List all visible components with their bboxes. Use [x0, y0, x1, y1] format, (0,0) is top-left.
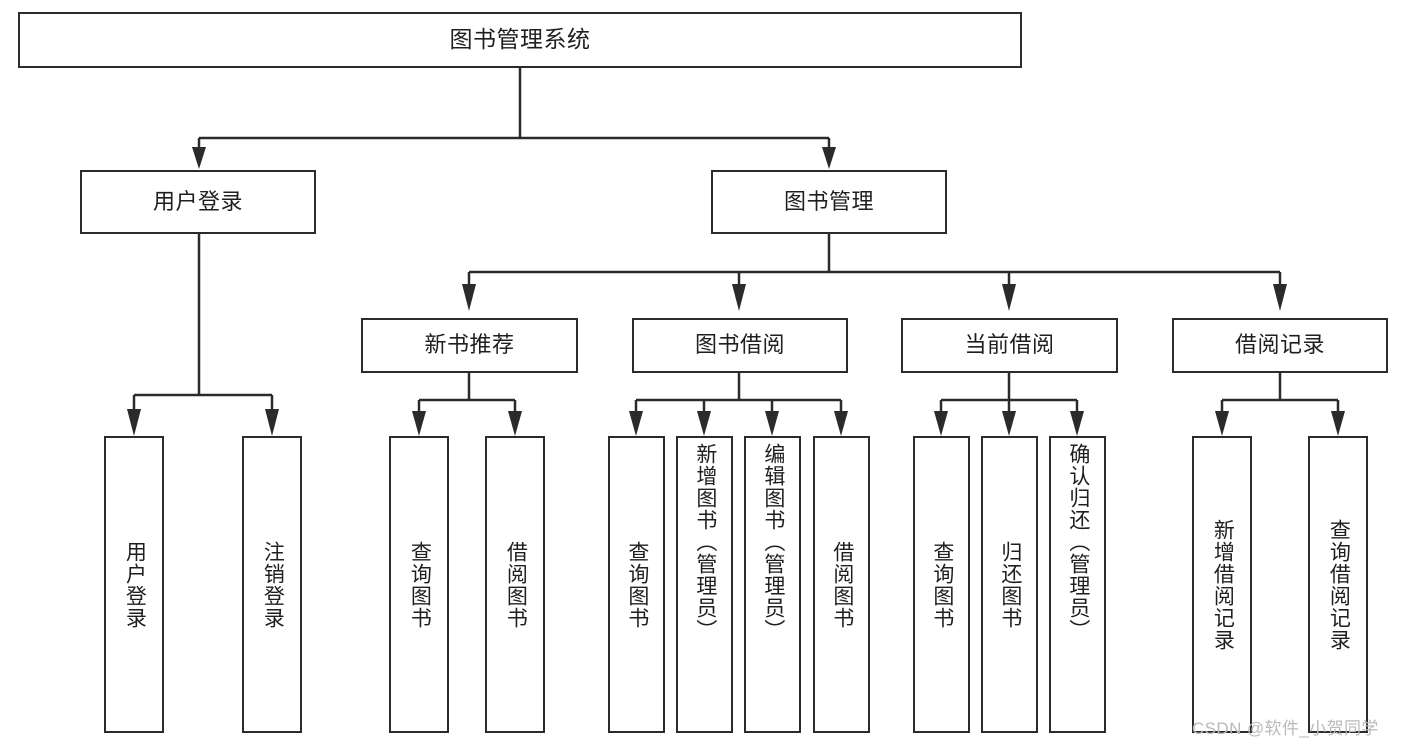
- node-leaf-current-query-book-label: 查询图书: [930, 540, 954, 629]
- node-leaf-borrow-borrow-book[interactable]: 借阅图书: [813, 436, 870, 733]
- node-leaf-record-add-record-label: 新增借阅记录: [1211, 518, 1235, 651]
- node-book-borrow-label: 图书借阅: [694, 332, 785, 358]
- arrow-userlogin-leaf-2: [265, 409, 279, 436]
- node-leaf-recommend-query-book[interactable]: 查询图书: [389, 436, 449, 733]
- arrow-borrow-leaf-2: [697, 411, 711, 436]
- node-leaf-borrow-borrow-book-label: 借阅图书: [830, 540, 854, 629]
- node-root-label: 图书管理系统: [449, 26, 591, 53]
- node-leaf-user-login-logout[interactable]: 注销登录: [242, 436, 302, 733]
- arrow-current-leaf-3: [1070, 411, 1084, 436]
- node-borrow-record[interactable]: 借阅记录: [1172, 318, 1388, 373]
- node-leaf-current-query-book[interactable]: 查询图书: [913, 436, 970, 733]
- node-leaf-borrow-query-book-label: 查询图书: [625, 540, 649, 629]
- node-user-login[interactable]: 用户登录: [80, 170, 316, 234]
- arrow-borrow-record: [1273, 284, 1287, 311]
- arrow-user-login: [192, 147, 206, 169]
- arrow-userlogin-leaf-1: [127, 409, 141, 436]
- node-new-book-recommend[interactable]: 新书推荐: [361, 318, 578, 373]
- node-leaf-recommend-borrow-book-label: 借阅图书: [504, 540, 528, 629]
- node-book-borrow[interactable]: 图书借阅: [632, 318, 848, 373]
- arrow-record-leaf-1: [1215, 411, 1229, 436]
- node-leaf-record-query-record-label: 查询借阅记录: [1327, 518, 1351, 651]
- arrow-current-leaf-1: [934, 411, 948, 436]
- node-leaf-current-return-book[interactable]: 归还图书: [981, 436, 1038, 733]
- node-leaf-recommend-borrow-book[interactable]: 借阅图书: [485, 436, 545, 733]
- arrow-recommend-leaf-2: [508, 411, 522, 436]
- node-leaf-current-return-book-label: 归还图书: [998, 540, 1022, 629]
- arrow-current-leaf-2: [1002, 411, 1016, 436]
- node-leaf-borrow-add-book-label: 新增图书（管理员）: [693, 443, 717, 641]
- node-leaf-recommend-query-book-label: 查询图书: [408, 540, 432, 629]
- node-user-login-label: 用户登录: [152, 188, 243, 214]
- node-leaf-current-confirm-return-label: 确认归还（管理员）: [1066, 443, 1090, 641]
- node-book-management[interactable]: 图书管理: [711, 170, 947, 234]
- arrow-book-mgmt: [822, 147, 836, 169]
- node-book-management-label: 图书管理: [783, 188, 874, 214]
- node-leaf-record-add-record[interactable]: 新增借阅记录: [1192, 436, 1252, 733]
- node-current-borrow[interactable]: 当前借阅: [901, 318, 1118, 373]
- node-leaf-current-confirm-return[interactable]: 确认归还（管理员）: [1049, 436, 1106, 733]
- node-leaf-user-login-login[interactable]: 用户登录: [104, 436, 164, 733]
- node-leaf-record-query-record[interactable]: 查询借阅记录: [1308, 436, 1368, 733]
- arrow-borrow-leaf-4: [834, 411, 848, 436]
- node-leaf-borrow-edit-book-label: 编辑图书（管理员）: [761, 443, 785, 641]
- arrow-borrow-leaf-1: [629, 411, 643, 436]
- node-leaf-borrow-query-book[interactable]: 查询图书: [608, 436, 665, 733]
- node-leaf-borrow-edit-book[interactable]: 编辑图书（管理员）: [744, 436, 801, 733]
- node-new-book-recommend-label: 新书推荐: [424, 332, 515, 358]
- arrow-borrow-leaf-3: [765, 411, 779, 436]
- arrow-book-borrow: [732, 284, 746, 311]
- arrow-recommend-leaf-1: [412, 411, 426, 436]
- arrow-record-leaf-2: [1331, 411, 1345, 436]
- arrow-current-borrow: [1002, 284, 1016, 311]
- node-leaf-borrow-add-book[interactable]: 新增图书（管理员）: [676, 436, 733, 733]
- csdn-watermark: CSDN @软件_小贺同学: [1192, 719, 1379, 738]
- arrow-new-book-recommend: [462, 284, 476, 311]
- node-leaf-user-login-login-label: 用户登录: [123, 540, 147, 629]
- node-root-book-management-system[interactable]: 图书管理系统: [18, 12, 1022, 68]
- node-leaf-user-login-logout-label: 注销登录: [261, 540, 285, 629]
- node-current-borrow-label: 当前借阅: [964, 332, 1055, 358]
- node-borrow-record-label: 借阅记录: [1234, 332, 1325, 358]
